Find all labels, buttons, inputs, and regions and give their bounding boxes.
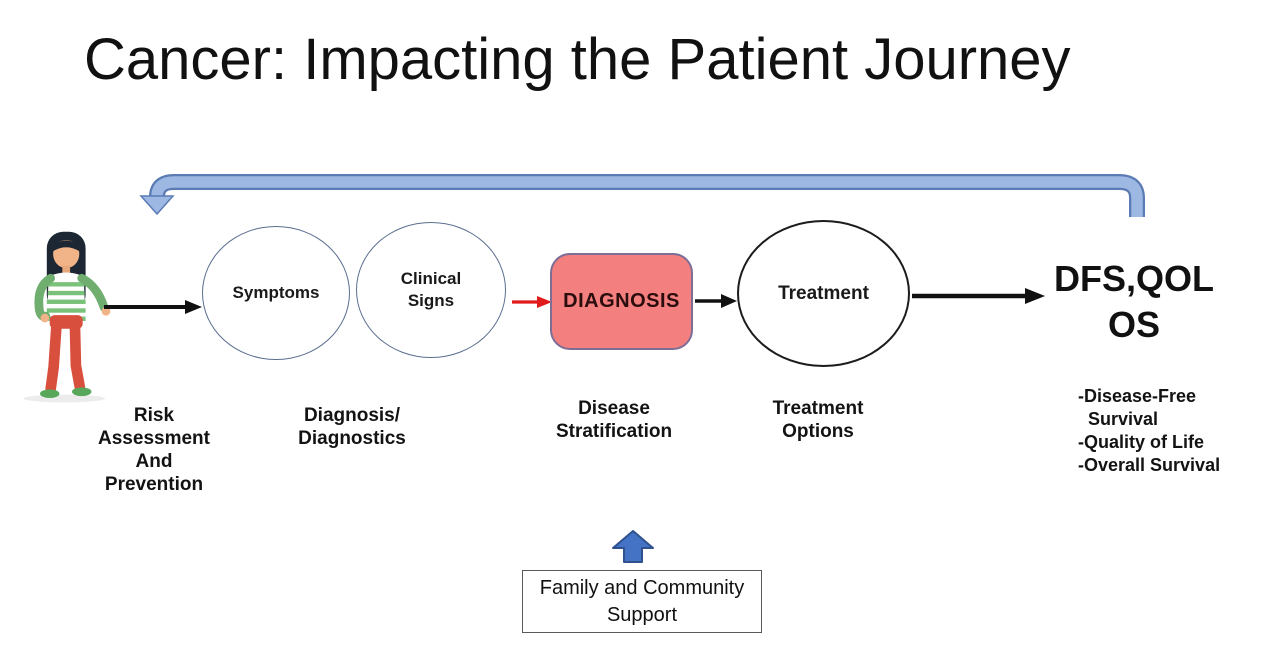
node-outcomes: DFS,QOL OS bbox=[1054, 258, 1214, 345]
patient-figure bbox=[23, 231, 111, 403]
stage-label-risk-assessment: Risk Assessment And Prevention bbox=[98, 405, 210, 495]
node-diagnosis: DIAGNOSIS bbox=[550, 253, 693, 350]
node-clinical-signs-label: Clinical Signs bbox=[400, 269, 462, 310]
node-treatment-label: Treatment bbox=[778, 282, 869, 304]
node-diagnosis-label: DIAGNOSIS bbox=[563, 290, 680, 312]
node-symptoms-label: Symptoms bbox=[232, 283, 320, 302]
stage-label-outcomes-detail: -Disease-Free Survival -Quality of Life … bbox=[1078, 386, 1221, 475]
arrow-clinical-to-diagnosis-icon bbox=[512, 296, 552, 308]
support-box-label: Family and Community Support bbox=[539, 576, 745, 626]
arrow-treatment-to-outcomes-icon bbox=[912, 288, 1045, 304]
node-clinical-signs: Clinical Signs bbox=[356, 222, 506, 358]
support-up-arrow-icon bbox=[612, 530, 654, 563]
arrow-diagnosis-to-treatment-icon bbox=[695, 294, 737, 308]
family-community-support-box: Family and Community Support bbox=[522, 570, 762, 633]
stage-label-disease-stratification: Disease Stratification bbox=[555, 398, 673, 442]
node-symptoms: Symptoms bbox=[202, 226, 350, 360]
stage-label-treatment-options: Treatment Options bbox=[772, 398, 864, 442]
arrow-patient-to-symptoms-icon bbox=[104, 300, 202, 314]
node-treatment: Treatment bbox=[737, 220, 910, 367]
feedback-loop-arrow-icon bbox=[139, 174, 1145, 217]
page-title: Cancer: Impacting the Patient Journey bbox=[84, 27, 1071, 92]
stage-label-diagnostics: Diagnosis/ Diagnostics bbox=[298, 405, 406, 449]
